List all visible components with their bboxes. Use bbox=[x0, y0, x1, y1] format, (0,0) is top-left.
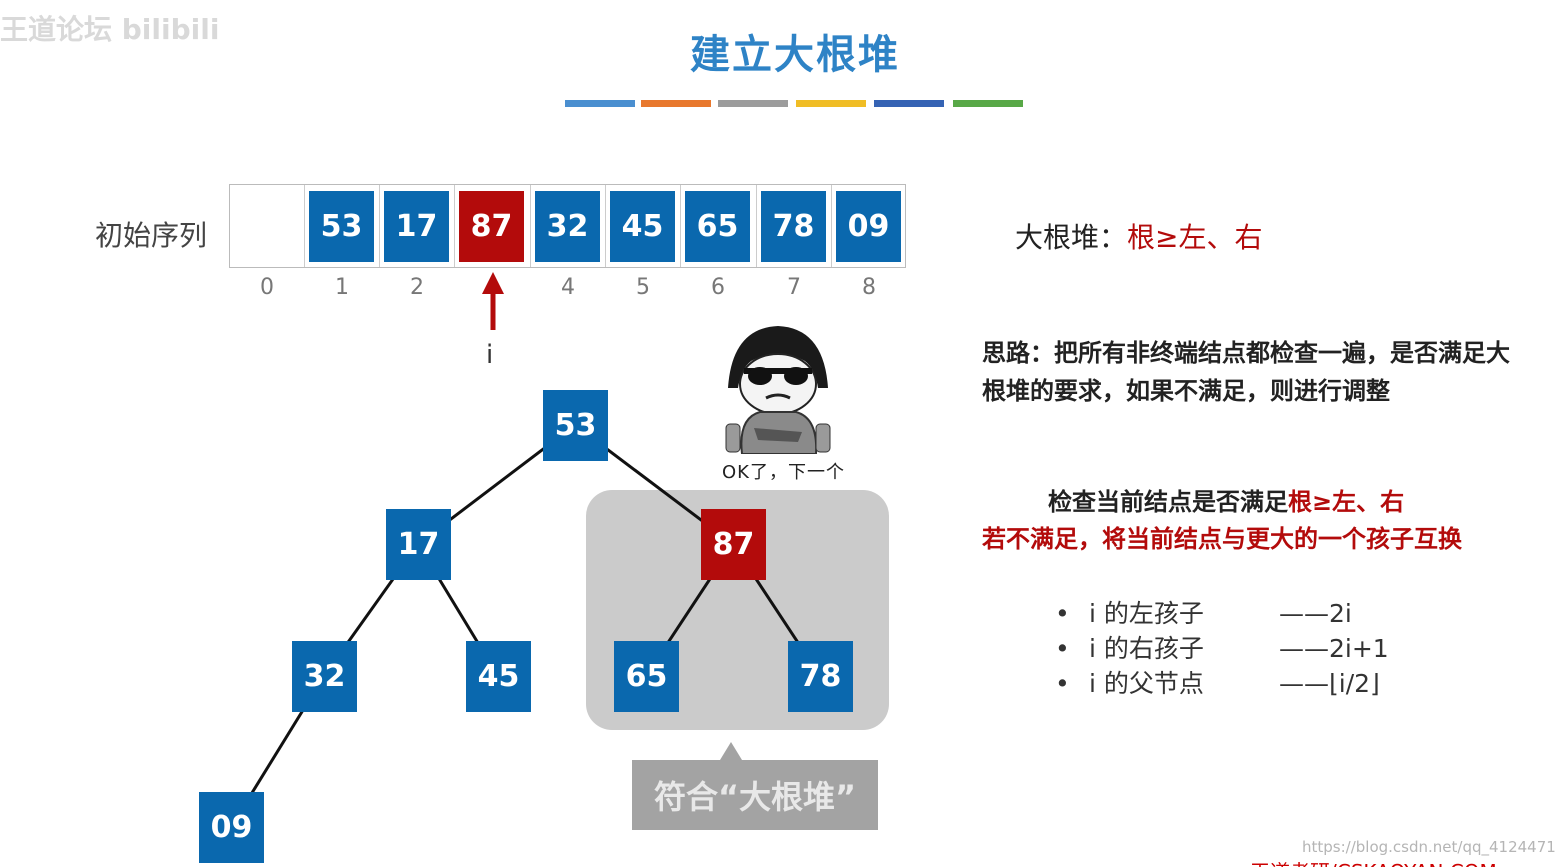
rule-text: 大根堆：根≥左、右 bbox=[1015, 216, 1262, 256]
stripe-segment bbox=[796, 100, 866, 107]
tree-node: 53 bbox=[543, 390, 608, 461]
tree-node: 87 bbox=[701, 509, 766, 580]
array-cell: 53 bbox=[309, 191, 374, 262]
array-cell: 09 bbox=[836, 191, 901, 262]
callout-pointer bbox=[720, 742, 742, 760]
array-cell: 32 bbox=[535, 191, 600, 262]
cell-divider bbox=[530, 185, 531, 267]
bullet-right-child: •i 的右孩子——2i+1 bbox=[1055, 634, 1389, 663]
cell-divider bbox=[831, 185, 832, 267]
rule-prefix: 大根堆： bbox=[1015, 221, 1128, 254]
array-index: 8 bbox=[862, 275, 876, 300]
tree-node: 09 bbox=[199, 792, 264, 863]
rule-value: 根≥左、右 bbox=[1127, 221, 1263, 254]
stripe-segment bbox=[874, 100, 944, 107]
array-index: 6 bbox=[711, 275, 725, 300]
idea-text: 思路：把所有非终端结点都检查一遍，是否满足大根堆的要求，如果不满足，则进行调整 bbox=[982, 339, 1510, 405]
check-line-2: 若不满足，将当前结点与更大的一个孩子互换 bbox=[982, 525, 1462, 553]
cell-divider bbox=[304, 185, 305, 267]
stripe-segment bbox=[718, 100, 788, 107]
callout-box: 符合“大根堆” bbox=[632, 760, 878, 830]
cell-divider bbox=[680, 185, 681, 267]
stripe-segment bbox=[641, 100, 711, 107]
array-cell: 17 bbox=[384, 191, 449, 262]
cell-divider bbox=[379, 185, 380, 267]
stripe-segment bbox=[953, 100, 1023, 107]
array-index: 4 bbox=[561, 275, 575, 300]
bullet-parent: •i 的父节点——⌊i/2⌋ bbox=[1055, 669, 1380, 698]
csdn-watermark: https://blog.csdn.net/qq_41244719 bbox=[1302, 838, 1555, 856]
cell-divider bbox=[756, 185, 757, 267]
array-index: 5 bbox=[636, 275, 650, 300]
color-stripe bbox=[565, 100, 1025, 108]
meme-face-icon bbox=[725, 326, 831, 454]
tree-node: 17 bbox=[386, 509, 451, 580]
pointer-arrow-icon bbox=[482, 272, 504, 330]
tree-node: 65 bbox=[614, 641, 679, 712]
check-line-1: 检查当前结点是否满足根≥左、右 bbox=[1048, 482, 1404, 517]
pointer-label: i bbox=[486, 340, 494, 370]
array-cell: 65 bbox=[685, 191, 750, 262]
sequence-label: 初始序列 bbox=[95, 219, 208, 252]
cell-divider bbox=[454, 185, 455, 267]
array-index: 0 bbox=[260, 275, 274, 300]
tree-node: 78 bbox=[788, 641, 853, 712]
meme-caption: OK了，下一个 bbox=[722, 462, 845, 483]
tree-node: 32 bbox=[292, 641, 357, 712]
cell-divider bbox=[605, 185, 606, 267]
watermark-text: 王道论坛 bilibili bbox=[0, 13, 220, 46]
array-index: 7 bbox=[787, 275, 801, 300]
array-cell: 78 bbox=[761, 191, 826, 262]
bullet-left-child: •i 的左孩子——2i bbox=[1055, 599, 1352, 628]
array-cell: 45 bbox=[610, 191, 675, 262]
tree-node: 45 bbox=[466, 641, 531, 712]
check-prefix: 检查当前结点是否满足 bbox=[1048, 488, 1288, 516]
array-cell: 87 bbox=[459, 191, 524, 262]
check-value: 根≥左、右 bbox=[1288, 488, 1405, 516]
array-index: 1 bbox=[335, 275, 349, 300]
footer-text: 王道考研/CSKAOYAN.COM bbox=[1250, 856, 1550, 867]
page-title: 建立大根堆 bbox=[690, 32, 900, 78]
array-index: 2 bbox=[410, 275, 424, 300]
stripe-segment bbox=[565, 100, 635, 107]
